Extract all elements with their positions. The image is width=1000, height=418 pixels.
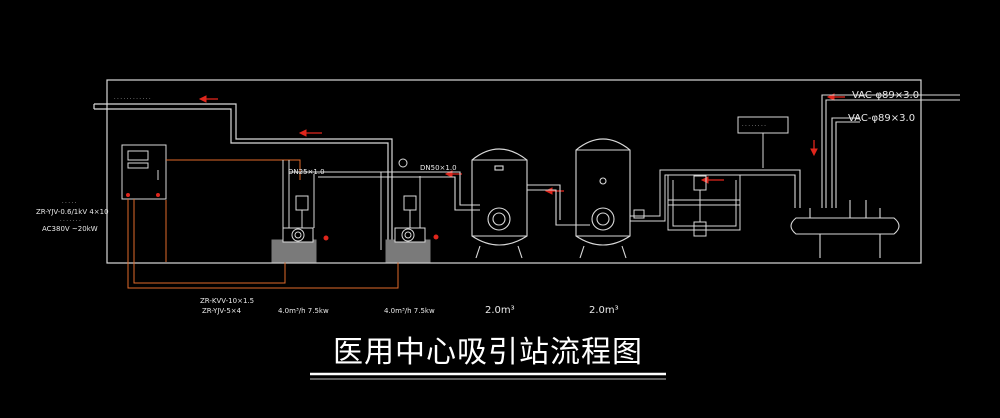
flow-arrow-icon: [198, 93, 845, 195]
manifold-icon: [790, 200, 900, 258]
control-note-2: · · · · · · ·: [60, 218, 81, 224]
tank-link-pipe: [630, 169, 760, 222]
pipe-spec-2: DN50×1.0: [420, 164, 457, 172]
vac-line-top-label: VAC-φ89×3.0: [852, 90, 919, 101]
control-model: ZR-YJV-0.6/1kV 4×10: [36, 208, 109, 216]
exhaust-note: · · · · · · · · · · · ·: [114, 96, 151, 102]
pump2-flow: 4.0m³/h 7.5kw: [384, 307, 435, 315]
control-note-1: · · · · ·: [62, 200, 77, 206]
bacteria-filter-icon: [667, 175, 741, 237]
vac-supply-pipe: [740, 94, 960, 208]
pump1-flow: 4.0m³/h 7.5kw: [278, 307, 329, 315]
vacuum-tank-icon: [575, 138, 631, 259]
vacuum-pump-icon: [380, 158, 439, 263]
diagram-title: 医用中心吸引站流程图: [333, 335, 643, 370]
filter-control-box: [737, 116, 789, 168]
cable-spec-2: ZR-YJV-5×4: [202, 307, 242, 315]
vacuum-tank-icon: [471, 148, 528, 259]
control-wiring: [127, 159, 399, 289]
filter-box-label: · · · · · · · ·: [742, 123, 766, 129]
vac-line-bottom-label: VAC-φ89×3.0: [848, 113, 915, 124]
cable-spec-1: ZR-KVV-10×1.5: [200, 297, 254, 305]
pipe-spec-1: DN25×1.0: [288, 168, 325, 176]
control-cabinet-icon: [121, 144, 167, 200]
pump-header-pipe: [316, 171, 590, 226]
tank1-volume: 2.0m³: [485, 305, 515, 316]
control-power: AC380V ~20kW: [42, 225, 98, 233]
tank2-volume: 2.0m³: [589, 305, 619, 316]
exhaust-pipe: [93, 103, 393, 248]
diagram-frame: [106, 79, 922, 264]
